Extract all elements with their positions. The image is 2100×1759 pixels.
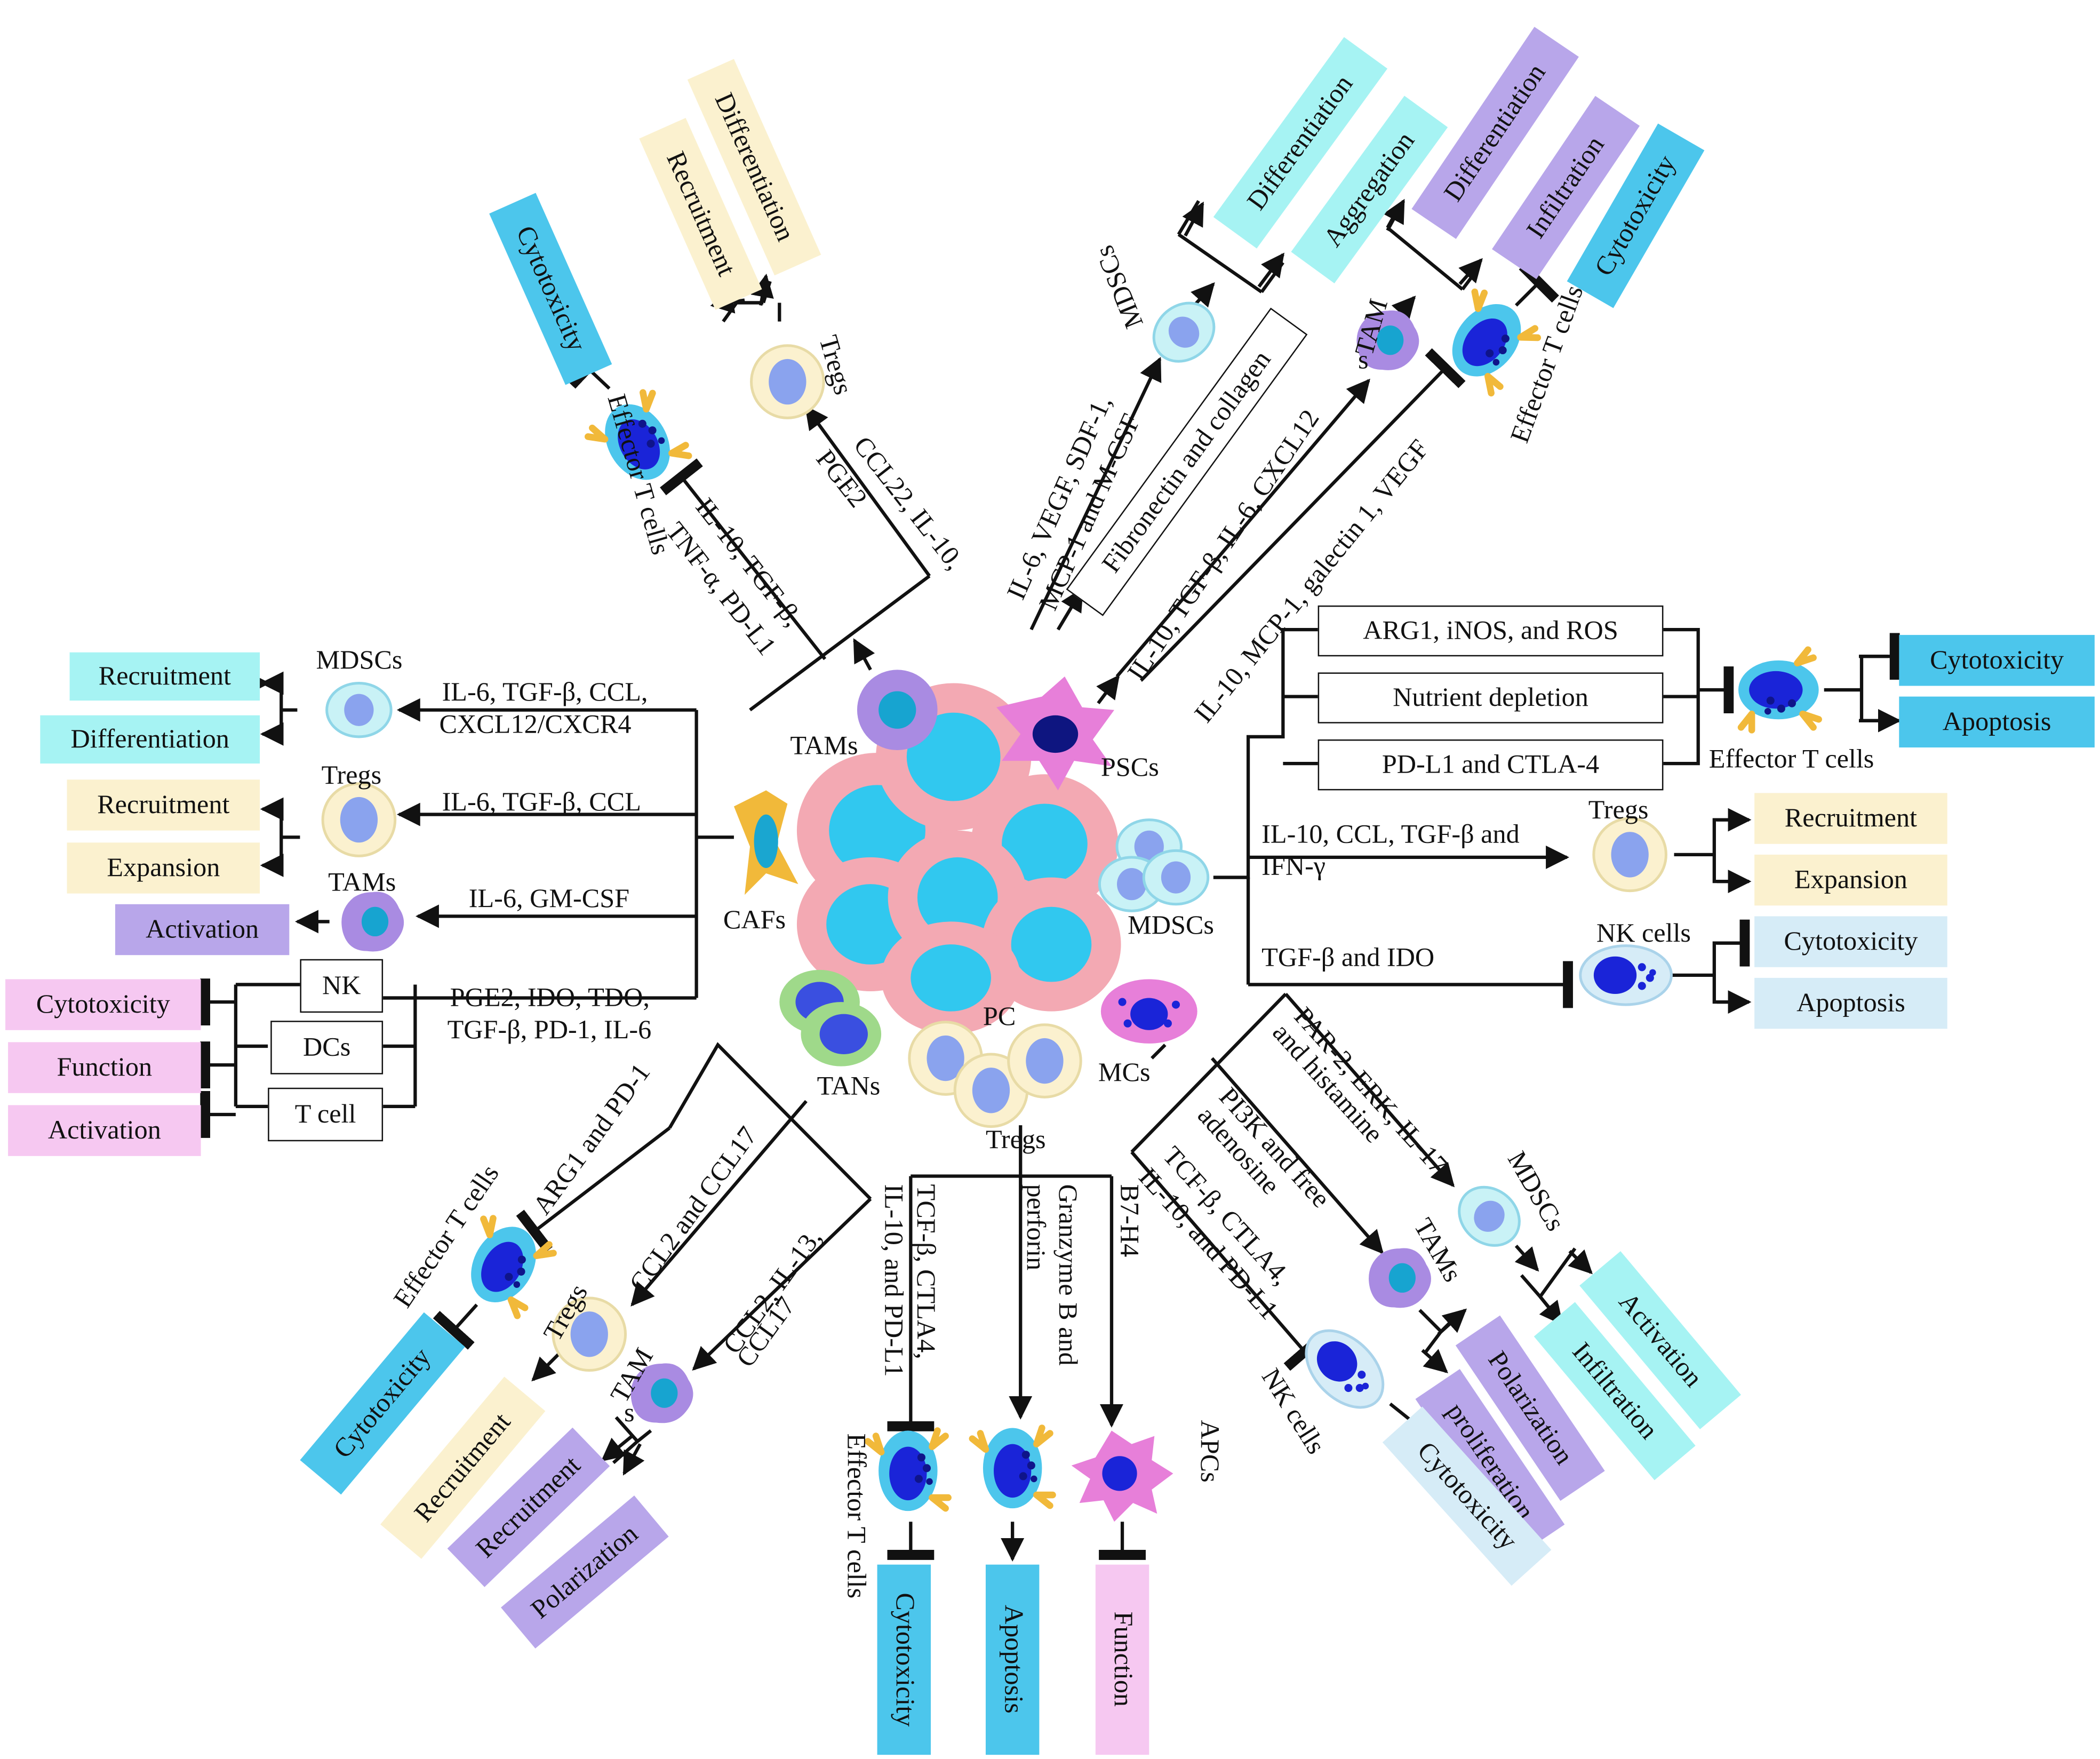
caf-mdsc-out-recruitment: Recruitment — [69, 652, 260, 701]
caf-mdsc-out-differentiation: Differentiation — [40, 715, 260, 764]
mdsc-box-nutrient: Nutrient depletion — [1318, 672, 1664, 723]
caf-tam-signal: IL-6, GM-CSF — [468, 884, 630, 914]
caf-immune-box-tcell: T cell — [268, 1087, 384, 1142]
caf-immune-signal-2: TGF-β, PD-1, IL-6 — [447, 1015, 652, 1045]
pc-label: PC — [983, 1002, 1016, 1032]
mdsc-treg-out-recruitment: Recruitment — [1754, 793, 1947, 844]
mdsc-eff-out-apoptosis: Apoptosis — [1899, 696, 2095, 748]
treg-eff-cell-label: Effector T cells — [841, 1433, 871, 1599]
mdsc-eff-cell-label: Effector T cells — [1708, 745, 1874, 775]
psc-branch-lines — [1029, 198, 1559, 705]
mdsc-treg-cell-label: Tregs — [1588, 795, 1649, 825]
caf-treg-out-recruitment: Recruitment — [67, 779, 260, 831]
treg-apo-out-apoptosis: Apoptosis — [985, 1564, 1040, 1755]
tumor-cluster — [796, 683, 1121, 1034]
mdsc-treg-signal-2: IFN-γ — [1261, 851, 1326, 882]
treg-apc-cell-label: APCs — [1194, 1420, 1224, 1483]
mc-cell — [1100, 979, 1197, 1044]
treg-eff-signal-2: IL-10, and PD-L1 — [879, 1184, 908, 1377]
tan-cells — [779, 969, 882, 1066]
mdsc-nk-cell-label: NK cells — [1596, 919, 1691, 949]
caf-branch-lines — [200, 671, 734, 1138]
mdsc-nk-out-cytotoxicity: Cytotoxicity — [1754, 916, 1947, 967]
mdsc-eff-out-cytotoxicity: Cytotoxicity — [1899, 635, 2095, 686]
center-treg-cells — [909, 1022, 1081, 1127]
tan-tam-cell-s: s — [624, 1398, 635, 1428]
mdsc-branch-lines — [1213, 627, 1902, 1014]
apc-cell-shape — [1071, 1430, 1173, 1522]
treg-eff-out-cytotoxicity: Cytotoxicity — [877, 1564, 931, 1755]
mdsc-treg-signal-1: IL-10, CCL, TGF-β and — [1261, 819, 1520, 849]
mc-label: MCs — [1098, 1058, 1151, 1088]
caf-immune-box-dcs: DCs — [270, 1021, 384, 1074]
tan-label: TANs — [817, 1071, 881, 1101]
mdsc-treg-out-expansion: Expansion — [1754, 854, 1947, 906]
caf-mdsc-signal-1: IL-6, TGF-β, CCL, — [442, 678, 648, 707]
treg-apc-signal: B7-H4 — [1114, 1184, 1144, 1257]
caf-label: CAFs — [723, 905, 786, 935]
center-tam-cell — [857, 670, 938, 751]
tan-branch-lines — [433, 1042, 872, 1476]
caf-tam-cell-label: TAMs — [328, 867, 396, 898]
caf-mdsc-cell-label: MDSCs — [316, 646, 403, 675]
center-mdsc-label: MDSCs — [1128, 911, 1215, 941]
caf-immune-box-nk: NK — [300, 959, 384, 1013]
psc-tam-cell-s: s — [1358, 345, 1369, 376]
psc-label: PSCs — [1100, 753, 1159, 783]
center-tam-label: TAMs — [790, 731, 858, 761]
caf-immune-out-function: Function — [8, 1042, 201, 1093]
caf-immune-out-activation: Activation — [8, 1105, 201, 1156]
caf-immune-signal-1: PGE2, IDO, TDO, — [450, 983, 650, 1013]
caf-mdsc-signal-2: CXCL12/CXCR4 — [439, 710, 632, 739]
mdsc-box-arg1: ARG1, iNOS, and ROS — [1318, 605, 1664, 657]
treg-apc-out-function: Function — [1095, 1564, 1149, 1755]
caf-tam-out-activation: Activation — [115, 904, 290, 956]
treg-eff-signal-1: TCF-β, CTLA4, — [911, 1184, 940, 1359]
treg-apo-signal-1: Granzyme B and — [1052, 1184, 1082, 1366]
mdsc-nk-out-apoptosis: Apoptosis — [1754, 977, 1947, 1029]
mdsc-nk-signal: TGF-β and IDO — [1261, 943, 1435, 973]
caf-treg-signal: IL-6, TGF-β, CCL — [442, 787, 641, 817]
psc-cell — [996, 676, 1114, 791]
caf-treg-out-expansion: Expansion — [67, 842, 260, 894]
treg-apo-signal-2: perforin — [1020, 1184, 1050, 1271]
caf-treg-cell-label: Tregs — [321, 761, 382, 791]
center-treg-label: Tregs — [985, 1125, 1046, 1155]
caf-immune-out-cytotoxicity: Cytotoxicity — [5, 979, 201, 1030]
tam-branch-lines — [568, 273, 931, 712]
caf-cell — [733, 790, 799, 895]
mdsc-box-pdl1: PD-L1 and CTLA-4 — [1318, 739, 1664, 791]
treg-branch-lines — [887, 1125, 1146, 1562]
